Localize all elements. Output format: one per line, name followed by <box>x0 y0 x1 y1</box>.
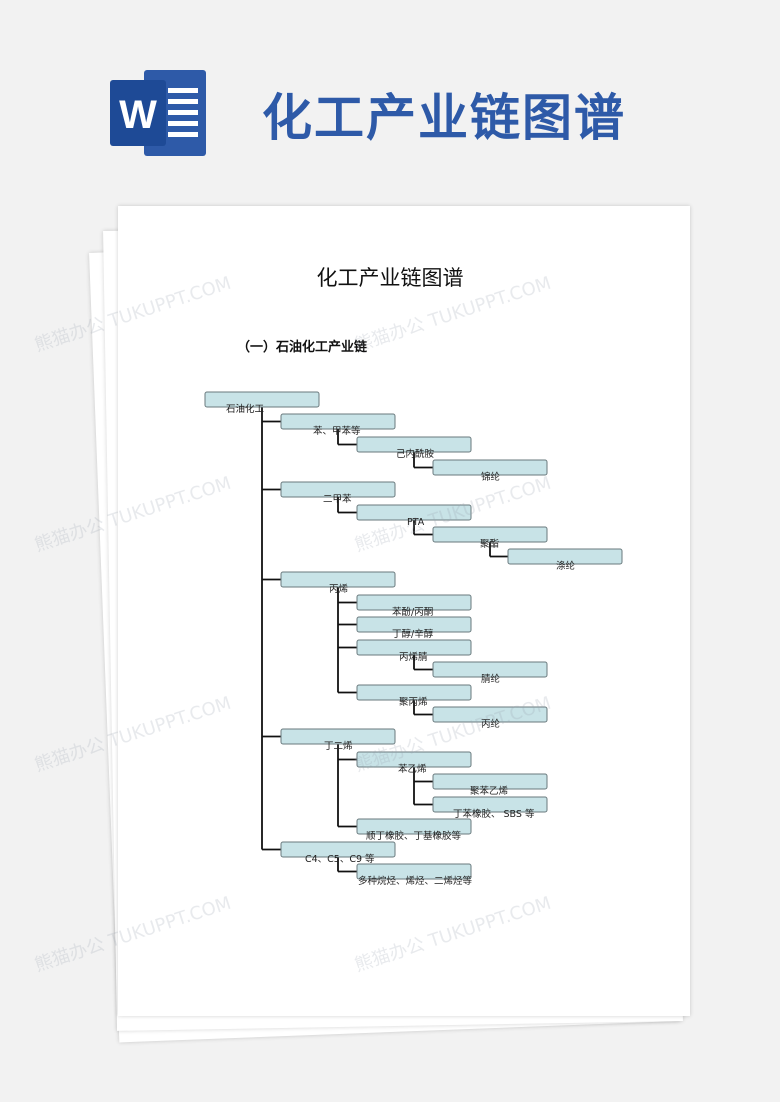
node-box <box>280 728 396 745</box>
node-box <box>280 841 396 858</box>
node-box <box>280 413 396 430</box>
node-label: 多种烷烃、烯烃、二烯烃等 <box>358 875 473 887</box>
tree-node-n4a: 苯乙烯 <box>356 751 472 775</box>
node-box <box>356 684 472 701</box>
tree-node-n4a1: 聚苯乙烯 <box>432 773 548 797</box>
node-label: 苯酚/丙酮 <box>392 606 433 618</box>
node-label: 涤纶 <box>556 560 576 572</box>
tree-node-n4a2: 丁苯橡胶、 SBS 等 <box>432 796 548 820</box>
node-label: 腈纶 <box>481 673 501 685</box>
node-label: 聚丙烯 <box>399 696 428 708</box>
node-label: 石油化工 <box>226 403 265 415</box>
node-box <box>432 459 548 476</box>
tree-node-n3b: 丁醇/辛醇 <box>356 616 472 640</box>
node-box <box>356 639 472 656</box>
tree-node-root: 石油化工 <box>204 391 320 415</box>
tree-node-n3d1: 丙纶 <box>432 706 548 730</box>
tree-node-n3: 丙烯 <box>280 571 396 595</box>
node-label: C4、C5、C9 等 <box>305 853 375 865</box>
node-label: 丙烯 <box>329 583 349 595</box>
node-label: 己内酰胺 <box>396 448 435 460</box>
node-box <box>432 661 548 678</box>
node-label: 丁二烯 <box>324 740 353 752</box>
tree-node-n4: 丁二烯 <box>280 728 396 752</box>
node-box <box>356 751 472 768</box>
node-box <box>432 706 548 723</box>
tree-node-n1b: 锦纶 <box>432 459 548 483</box>
node-box <box>432 796 548 813</box>
node-label: 聚酯 <box>480 539 500 550</box>
node-label: 二甲苯 <box>323 493 352 505</box>
document-title: 化工产业链图谱 <box>316 266 464 290</box>
node-box <box>356 616 472 633</box>
node-box <box>204 391 320 408</box>
tree-node-n1: 苯、甲苯等 <box>280 413 396 437</box>
tree-node-n1a: 己内酰胺 <box>356 436 472 460</box>
node-box <box>356 504 472 521</box>
section-heading: （一）石油化工产业链 <box>237 340 368 355</box>
document-page <box>118 206 690 1016</box>
node-label: 丙烯腈 <box>399 651 428 663</box>
node-box <box>280 481 396 498</box>
node-label: 苯乙烯 <box>398 763 427 775</box>
node-box <box>356 594 472 611</box>
tree-node-n3a: 苯酚/丙酮 <box>356 594 472 618</box>
word-logo-icon: W <box>110 70 206 156</box>
tree-node-n2: 二甲苯 <box>280 481 396 505</box>
tree-node-n5a: 多种烷烃、烯烃、二烯烃等 <box>356 863 473 887</box>
node-label: 锦纶 <box>481 471 501 483</box>
svg-text:W: W <box>119 93 157 137</box>
node-box <box>280 571 396 588</box>
banner-title: 化工产业链图谱 <box>262 89 626 147</box>
tree-node-n4b: 顺丁橡胶、丁基橡胶等 <box>356 818 472 842</box>
node-box <box>356 863 472 880</box>
tree-node-n3c1: 腈纶 <box>432 661 548 685</box>
node-box <box>356 436 472 453</box>
node-box <box>356 818 472 835</box>
node-box <box>507 548 623 565</box>
tree-node-n5: C4、C5、C9 等 <box>280 841 396 865</box>
tree-node-n3c: 丙烯腈 <box>356 639 472 663</box>
node-label: 苯、甲苯等 <box>313 425 361 437</box>
node-box <box>432 773 548 790</box>
node-box <box>432 526 548 543</box>
tree-node-n2a: PTA <box>356 504 472 528</box>
tree-node-n3d: 聚丙烯 <box>356 684 472 708</box>
tree-node-n2c: 涤纶 <box>507 548 623 572</box>
node-label: 顺丁橡胶、丁基橡胶等 <box>366 830 462 842</box>
node-label: 丁醇/辛醇 <box>392 628 434 640</box>
node-label: 聚苯乙烯 <box>470 785 509 797</box>
node-label: 丁苯橡胶、 SBS 等 <box>453 808 535 820</box>
node-label: PTA <box>407 517 425 528</box>
node-label: 丙纶 <box>481 718 501 730</box>
tree-node-n2b: 聚酯 <box>432 526 548 550</box>
